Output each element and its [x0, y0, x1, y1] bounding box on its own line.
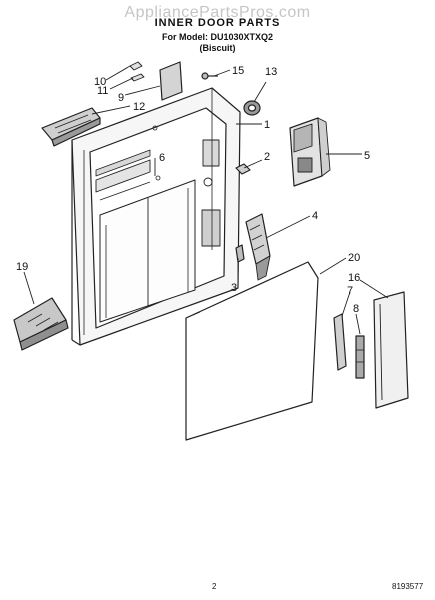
callout-9: 9 — [118, 92, 124, 104]
callout-labels: 1 2 3 4 5 6 7 8 9 10 11 12 13 15 16 19 2… — [16, 65, 370, 315]
callout-6: 6 — [159, 152, 165, 164]
door-latch — [245, 213, 271, 281]
callout-3: 3 — [231, 282, 237, 294]
callout-1: 1 — [264, 119, 270, 131]
hinge — [355, 335, 365, 379]
clip-parts — [129, 61, 145, 82]
callout-8: 8 — [353, 303, 359, 315]
callout-11: 11 — [97, 85, 108, 97]
knob — [243, 100, 261, 116]
screw — [201, 72, 218, 80]
callout-5: 5 — [364, 150, 370, 162]
dispenser — [289, 117, 331, 187]
watermark: AppliancePartsPros.com — [124, 4, 311, 21]
callout-13: 13 — [265, 66, 277, 78]
door-handle — [41, 107, 101, 147]
clip — [235, 244, 245, 263]
cover-plate — [159, 61, 183, 101]
callout-10: 10 — [94, 76, 106, 88]
callout-2: 2 — [264, 151, 270, 163]
callout-7: 7 — [347, 285, 353, 297]
leader-lines — [23, 65, 389, 335]
callout-15: 15 — [232, 65, 244, 77]
bracket — [333, 313, 347, 371]
callout-16: 16 — [348, 272, 360, 284]
callout-20: 20 — [348, 252, 360, 264]
diagram-title: INNER DOOR PARTS — [154, 17, 281, 29]
side-panel — [373, 291, 409, 409]
callout-19: 19 — [16, 261, 28, 273]
color-variant: (Biscuit) — [199, 43, 236, 53]
inner-door-panel — [71, 87, 241, 346]
outer-door-panel — [185, 261, 319, 441]
document-number: 8193577 — [392, 582, 424, 591]
callout-4: 4 — [312, 210, 318, 222]
callout-12: 12 — [133, 101, 145, 113]
model-number: For Model: DU1030XTXQ2 — [161, 32, 274, 42]
vent — [13, 297, 69, 351]
page-number: 2 — [212, 582, 217, 591]
